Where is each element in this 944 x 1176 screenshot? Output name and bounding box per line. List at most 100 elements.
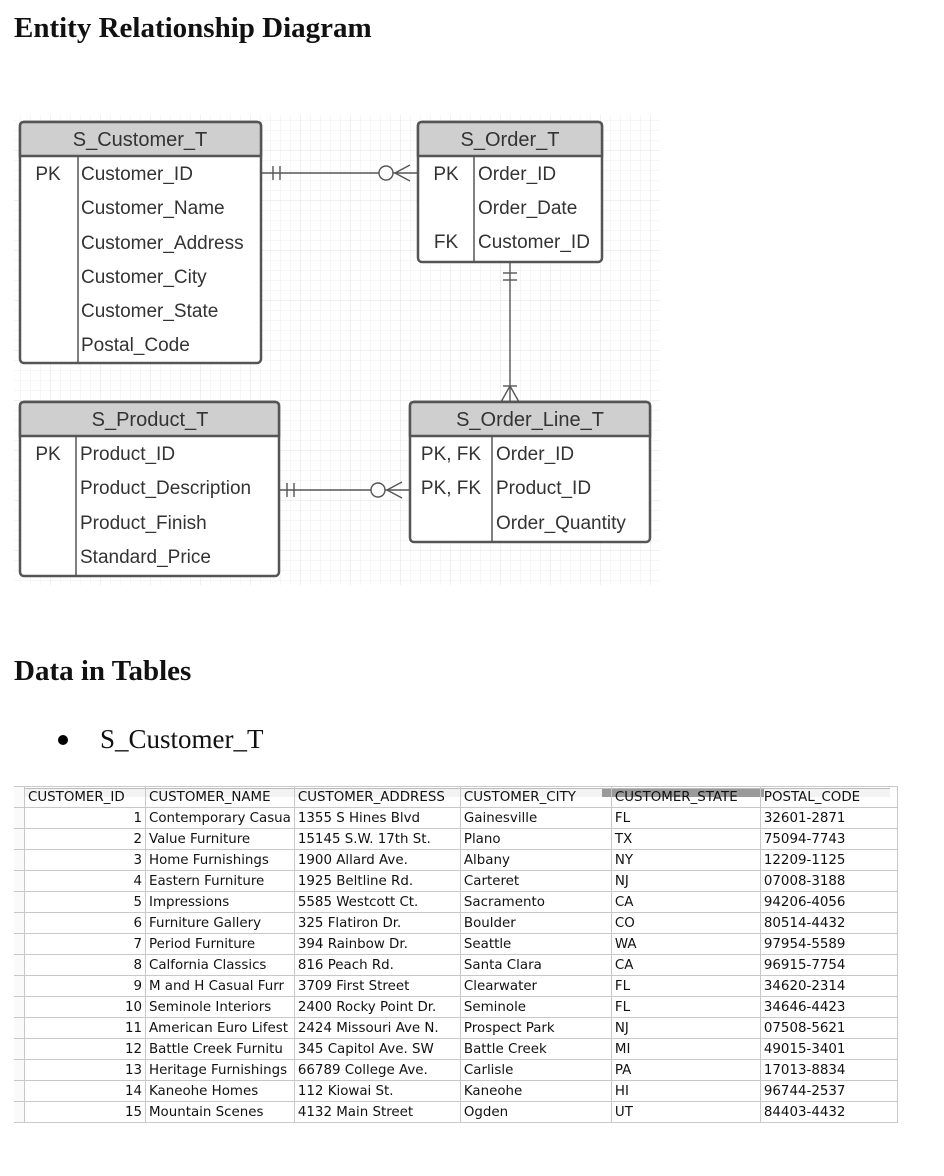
- table-cell[interactable]: 80514-4432: [759, 912, 898, 934]
- table-cell[interactable]: Calfornia Classics: [145, 954, 295, 976]
- table-cell[interactable]: 84403-4432: [759, 1101, 898, 1123]
- table-cell[interactable]: 94206-4056: [759, 891, 898, 913]
- table-cell[interactable]: 1925 Beltline Rd.: [293, 870, 461, 892]
- table-cell[interactable]: American Euro Lifest: [145, 1017, 295, 1039]
- table-cell[interactable]: Contemporary Casua: [145, 807, 295, 829]
- table-cell[interactable]: Boulder: [459, 912, 612, 934]
- table-cell[interactable]: 8: [24, 954, 146, 976]
- table-cell[interactable]: CO: [610, 912, 761, 934]
- table-cell[interactable]: HI: [610, 1080, 761, 1102]
- table-cell[interactable]: 1355 S Hines Blvd: [293, 807, 461, 829]
- table-cell[interactable]: 4132 Main Street: [293, 1101, 461, 1123]
- table-cell[interactable]: FL: [610, 807, 761, 829]
- table-cell[interactable]: 3709 First Street: [293, 975, 461, 997]
- table-cell[interactable]: 66789 College Ave.: [293, 1059, 461, 1081]
- table-cell[interactable]: 14: [24, 1080, 146, 1102]
- table-cell[interactable]: 11: [24, 1017, 146, 1039]
- table-cell[interactable]: Gainesville: [459, 807, 612, 829]
- table-cell[interactable]: 9: [24, 975, 146, 997]
- table-cell[interactable]: Battle Creek: [459, 1038, 612, 1060]
- table-cell[interactable]: 4: [24, 870, 146, 892]
- table-cell[interactable]: 1: [24, 807, 146, 829]
- table-cell[interactable]: Plano: [459, 828, 612, 850]
- table-cell[interactable]: Value Furniture: [145, 828, 295, 850]
- table-cell[interactable]: Ogden: [459, 1101, 612, 1123]
- table-cell[interactable]: M and H Casual Furr: [145, 975, 295, 997]
- table-cell[interactable]: Impressions: [145, 891, 295, 913]
- column-header[interactable]: CUSTOMER_CITY: [459, 786, 612, 808]
- column-header[interactable]: CUSTOMER_NAME: [145, 786, 295, 808]
- entity-customer-key: PK: [35, 164, 61, 185]
- entity-order-key: FK: [434, 232, 459, 253]
- table-cell[interactable]: 3: [24, 849, 146, 871]
- table-cell[interactable]: Carteret: [459, 870, 612, 892]
- table-cell[interactable]: 1900 Allard Ave.: [293, 849, 461, 871]
- column-header[interactable]: CUSTOMER_STATE: [610, 786, 761, 808]
- table-cell[interactable]: Period Furniture: [145, 933, 295, 955]
- table-cell[interactable]: NY: [610, 849, 761, 871]
- table-cell[interactable]: Prospect Park: [459, 1017, 612, 1039]
- table-cell[interactable]: 97954-5589: [759, 933, 898, 955]
- table-cell[interactable]: FL: [610, 996, 761, 1018]
- table-cell[interactable]: Heritage Furnishings: [145, 1059, 295, 1081]
- table-cell[interactable]: 5: [24, 891, 146, 913]
- table-cell[interactable]: 17013-8834: [759, 1059, 898, 1081]
- table-cell[interactable]: 7: [24, 933, 146, 955]
- table-cell[interactable]: TX: [610, 828, 761, 850]
- table-cell[interactable]: Kaneohe Homes: [145, 1080, 295, 1102]
- table-cell[interactable]: 325 Flatiron Dr.: [293, 912, 461, 934]
- table-cell[interactable]: 13: [24, 1059, 146, 1081]
- table-cell[interactable]: 816 Peach Rd.: [293, 954, 461, 976]
- table-cell[interactable]: Seminole Interiors: [145, 996, 295, 1018]
- table-cell[interactable]: MI: [610, 1038, 761, 1060]
- table-cell[interactable]: Seminole: [459, 996, 612, 1018]
- table-cell[interactable]: 15: [24, 1101, 146, 1123]
- column-header[interactable]: CUSTOMER_ADDRESS: [293, 786, 461, 808]
- table-cell[interactable]: FL: [610, 975, 761, 997]
- column-header[interactable]: CUSTOMER_ID: [24, 786, 146, 808]
- table-cell[interactable]: 34620-2314: [759, 975, 898, 997]
- table-cell[interactable]: 10: [24, 996, 146, 1018]
- table-cell[interactable]: Eastern Furniture: [145, 870, 295, 892]
- table-cell[interactable]: Santa Clara: [459, 954, 612, 976]
- table-cell[interactable]: 394 Rainbow Dr.: [293, 933, 461, 955]
- table-cell[interactable]: UT: [610, 1101, 761, 1123]
- table-cell[interactable]: 5585 Westcott Ct.: [293, 891, 461, 913]
- relationship-customer-order: [261, 164, 418, 182]
- table-cell[interactable]: Battle Creek Furnitu: [145, 1038, 295, 1060]
- table-cell[interactable]: Furniture Gallery: [145, 912, 295, 934]
- table-cell[interactable]: 2424 Missouri Ave N.: [293, 1017, 461, 1039]
- table-cell[interactable]: 49015-3401: [759, 1038, 898, 1060]
- table-cell[interactable]: PA: [610, 1059, 761, 1081]
- table-cell[interactable]: 15145 S.W. 17th St.: [293, 828, 461, 850]
- table-cell[interactable]: 345 Capitol Ave. SW: [293, 1038, 461, 1060]
- table-cell[interactable]: Carlisle: [459, 1059, 612, 1081]
- table-cell[interactable]: 32601-2871: [759, 807, 898, 829]
- table-cell[interactable]: 07008-3188: [759, 870, 898, 892]
- table-cell[interactable]: NJ: [610, 1017, 761, 1039]
- column-header[interactable]: POSTAL_CODE: [759, 786, 898, 808]
- table-cell[interactable]: 12: [24, 1038, 146, 1060]
- table-cell[interactable]: Sacramento: [459, 891, 612, 913]
- table-cell[interactable]: CA: [610, 954, 761, 976]
- table-cell[interactable]: Clearwater: [459, 975, 612, 997]
- table-cell[interactable]: 96915-7754: [759, 954, 898, 976]
- table-cell[interactable]: 34646-4423: [759, 996, 898, 1018]
- table-cell[interactable]: 2: [24, 828, 146, 850]
- table-cell[interactable]: CA: [610, 891, 761, 913]
- table-cell[interactable]: Home Furnishings: [145, 849, 295, 871]
- table-cell[interactable]: 75094-7743: [759, 828, 898, 850]
- table-cell[interactable]: 2400 Rocky Point Dr.: [293, 996, 461, 1018]
- table-cell[interactable]: Seattle: [459, 933, 612, 955]
- table-cell[interactable]: 96744-2537: [759, 1080, 898, 1102]
- table-cell[interactable]: 07508-5621: [759, 1017, 898, 1039]
- table-cell[interactable]: Kaneohe: [459, 1080, 612, 1102]
- table-cell[interactable]: 12209-1125: [759, 849, 898, 871]
- table-cell[interactable]: NJ: [610, 870, 761, 892]
- table-cell[interactable]: Albany: [459, 849, 612, 871]
- table-cell[interactable]: 6: [24, 912, 146, 934]
- table-cell[interactable]: Mountain Scenes: [145, 1101, 295, 1123]
- table-cell[interactable]: 112 Kiowai St.: [293, 1080, 461, 1102]
- table-cell[interactable]: WA: [610, 933, 761, 955]
